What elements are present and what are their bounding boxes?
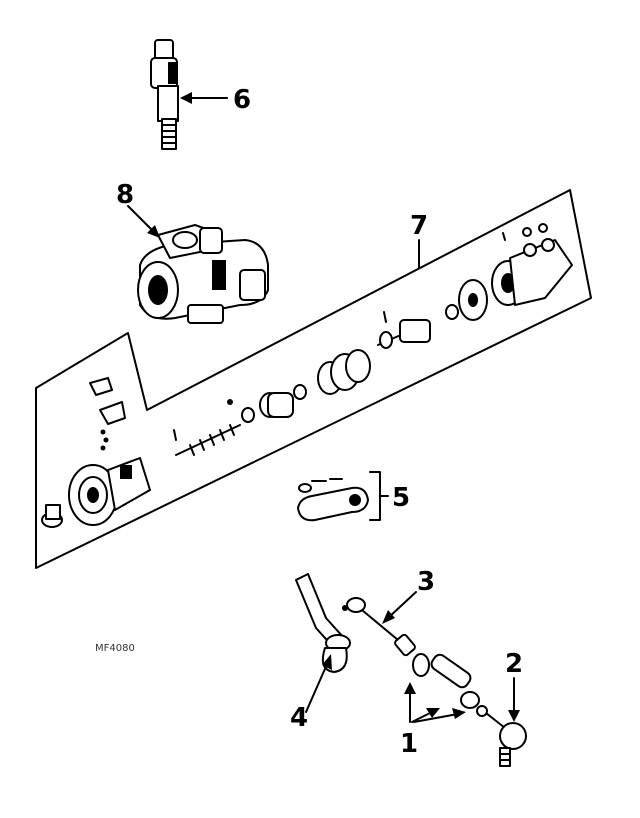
kit-left-housing	[41, 457, 151, 528]
callout-4: 4	[290, 703, 308, 733]
kit-valve-assembly	[377, 279, 488, 349]
kit-seals-and-piston	[227, 349, 371, 423]
bracket-5	[369, 471, 389, 521]
kit-valve-housing	[491, 223, 573, 306]
callout-8: 8	[116, 180, 134, 210]
part-7-kit-frame	[35, 189, 592, 569]
diagram-code-label: MF4080	[95, 643, 135, 654]
part-2-tie-rod-end	[476, 705, 527, 767]
part-8-gear-housing	[137, 224, 269, 324]
part-3-tie-rod	[342, 597, 416, 657]
part-1-adjuster-sleeve	[412, 653, 480, 709]
callout-7: 7	[410, 211, 428, 241]
leader-arrow-8	[127, 205, 160, 238]
callout-1: 1	[400, 729, 418, 759]
kit-worm-shaft	[173, 424, 241, 456]
part-4-pitman-arm	[295, 573, 351, 673]
callout-5: 5	[392, 483, 410, 513]
part-6-shaft	[150, 39, 179, 150]
kit-bracket-clip	[89, 377, 126, 451]
callout-6: 6	[233, 85, 251, 115]
callout-3: 3	[417, 567, 435, 597]
leader-arrow-6	[180, 92, 228, 104]
leader-arrow-3	[382, 591, 417, 624]
callout-2: 2	[505, 649, 523, 679]
leader-arrow-2	[508, 677, 520, 722]
leader-arrows-1	[404, 682, 466, 723]
leader-arrow-4	[305, 654, 332, 713]
part-5-idler-arm	[297, 478, 369, 522]
